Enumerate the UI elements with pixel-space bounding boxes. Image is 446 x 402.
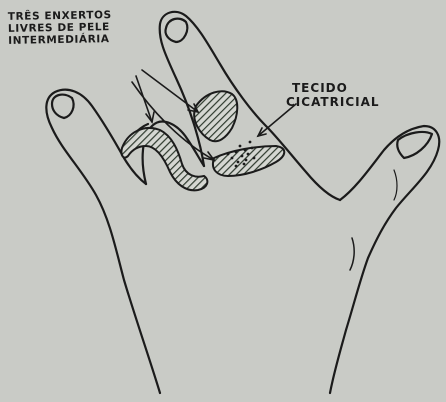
thumb-nail [397,132,432,158]
grafts-label-line-3: INTERMEDIÁRIA [8,33,112,47]
arrow-graft-3-head [204,152,214,160]
thumb-crease [394,170,397,200]
scar-label-line-1: TECIDO [286,81,380,95]
skin-graft-2 [194,91,237,141]
middle-nail [165,19,187,42]
palm-crease [350,238,354,270]
skin-graft-1 [121,128,207,190]
thumb-outline [330,126,439,393]
scar-label-line-2: CICATRICIAL [286,95,380,109]
skin-graft-3 [213,146,284,176]
grafts-label: TRÊS ENXERTOS LIVRES DE PELE INTERMEDIÁR… [8,9,113,47]
scar-label: TECIDO CICATRICIAL [286,81,380,109]
index-nail [52,95,74,118]
